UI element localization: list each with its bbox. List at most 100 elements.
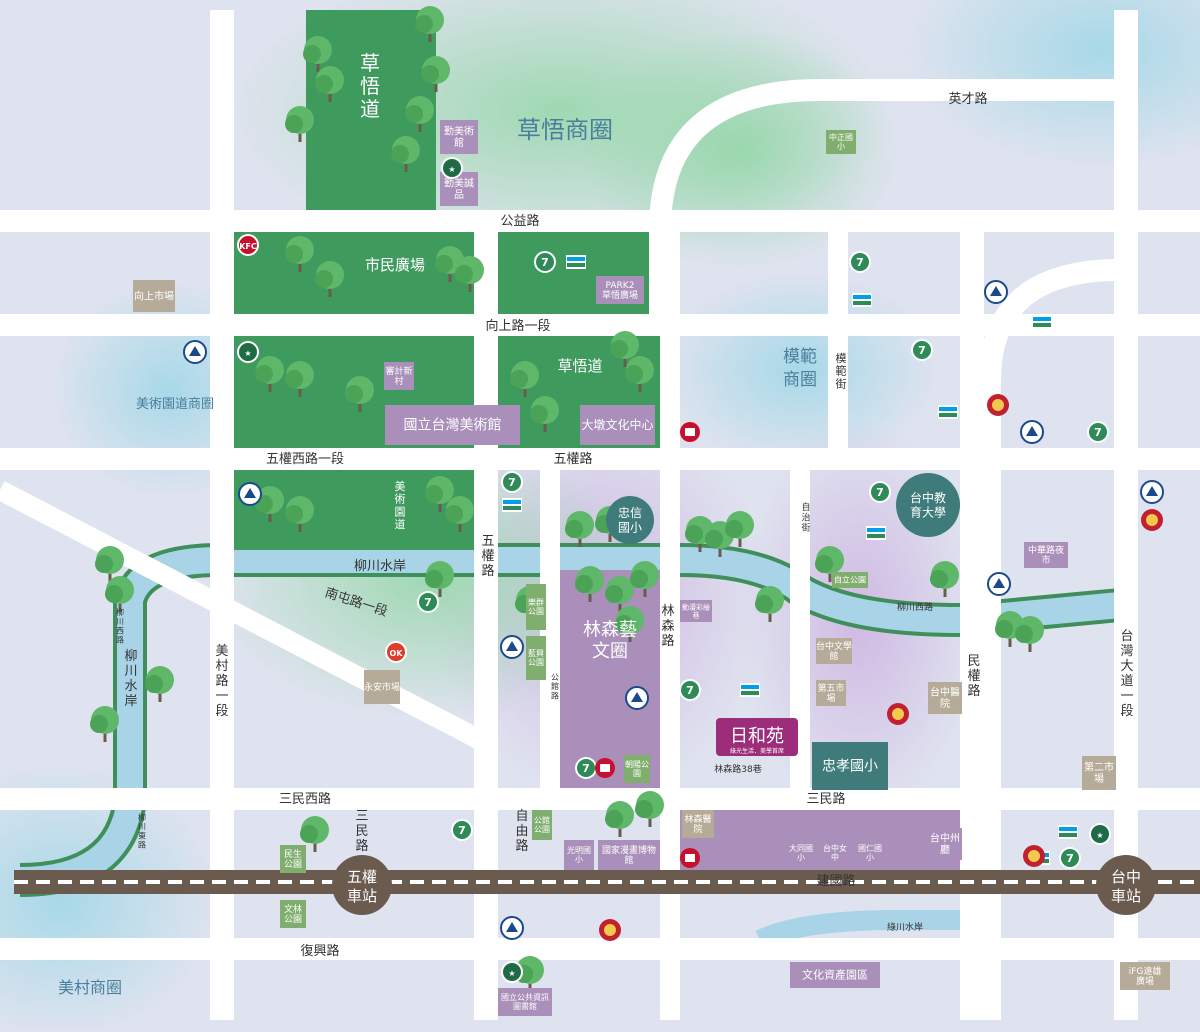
badge-qinmei-chengpin[interactable]: 勤美誠品 bbox=[440, 172, 478, 206]
badge-label: 大同國小 bbox=[789, 843, 813, 862]
badge-minsheng-park[interactable]: 民生公園 bbox=[280, 845, 306, 873]
road-wuquan-west: 五權西路一段 bbox=[266, 451, 344, 467]
badge-zhongxiao-elem[interactable]: 忠孝國小 bbox=[812, 742, 888, 790]
road-lvchuan: 綠川水岸 bbox=[887, 921, 923, 933]
badge-zili-park[interactable]: 自立公園 bbox=[832, 572, 868, 588]
badge-yuecun-park[interactable]: 樂群公園 bbox=[526, 584, 546, 630]
seven-icon: 7 bbox=[1087, 421, 1109, 443]
familymart-icon bbox=[566, 255, 586, 269]
badge-guangming-elem[interactable]: 光明國小 bbox=[564, 840, 594, 870]
tree-icon bbox=[605, 576, 634, 612]
badge-linsen-art[interactable]: 林森藝文圈 bbox=[583, 620, 637, 663]
badge-ifg[interactable]: iFG遠雄廣場 bbox=[1120, 962, 1170, 990]
badge-comics-museum[interactable]: 國家漫畫博物館 bbox=[598, 840, 660, 870]
vlabel-linsen: 林森路 bbox=[661, 604, 674, 649]
badge-national-library[interactable]: 國立公共資訊圖書館 bbox=[498, 988, 552, 1016]
landmark-icon bbox=[987, 572, 1011, 596]
tree-icon bbox=[755, 586, 784, 622]
svg-text:7: 7 bbox=[458, 824, 466, 837]
svg-text:7: 7 bbox=[686, 684, 694, 697]
tree-icon bbox=[425, 476, 454, 512]
station-wuquan[interactable]: 五權 車站 bbox=[332, 855, 392, 915]
badge-wenlin-park[interactable]: 文林公園 bbox=[280, 900, 306, 928]
landmark-icon bbox=[183, 340, 207, 364]
road-linsen-lane: 林森路38巷 bbox=[714, 763, 761, 775]
badge-literature-museum[interactable]: 台中文學館 bbox=[816, 638, 852, 664]
badge-label: 草悟道 bbox=[557, 357, 602, 375]
vlabel-zizhi_st: 自治街 bbox=[801, 501, 810, 534]
badge-datong-elem[interactable]: 大同國小 bbox=[786, 838, 816, 868]
vlabel-liuchuan_east: 柳川東路 bbox=[138, 812, 146, 850]
badge-civic-square[interactable]: 市民廣場 bbox=[365, 256, 425, 274]
badge-gonglun-park[interactable]: 公館公園 bbox=[532, 810, 552, 840]
tree-icon bbox=[285, 106, 314, 142]
seven-icon: 7 bbox=[534, 251, 556, 273]
starbucks-icon: ★ bbox=[237, 341, 259, 363]
badge-label: 公館公園 bbox=[534, 815, 550, 834]
badge-lingji[interactable]: 審計新村 bbox=[384, 362, 414, 390]
badge-label: 向上市場 bbox=[134, 289, 174, 302]
road-liuchuan-waterfront: 柳川水岸 bbox=[354, 559, 406, 574]
badge-dadun-culture[interactable]: 大墩文化中心 bbox=[580, 405, 655, 445]
badge-taichung-city-hall[interactable]: 台中州廳 bbox=[928, 828, 962, 860]
badge-label: 審計新村 bbox=[385, 365, 412, 387]
vlabel-wuquan_v: 五權路 bbox=[481, 534, 494, 579]
badge-label: 第五市場 bbox=[817, 682, 844, 704]
green-zones bbox=[234, 10, 960, 880]
badge-chaoyang-park[interactable]: 朝陽公園 bbox=[624, 755, 650, 783]
badge-xiangshang-market[interactable]: 向上市場 bbox=[133, 280, 175, 312]
badge-taichung-girls[interactable]: 台中女中 bbox=[820, 838, 850, 868]
badge-fifth-market[interactable]: 第五市場 bbox=[816, 680, 846, 706]
vlabel-liuchuan_river: 柳川水岸 bbox=[124, 649, 137, 709]
seven-icon: 7 bbox=[679, 679, 701, 701]
badge-zhongzheng-elem[interactable]: 中正國小 bbox=[826, 130, 856, 154]
trees bbox=[90, 6, 1044, 992]
badge-label: 勤美術館 bbox=[444, 125, 474, 150]
bank-icon bbox=[680, 848, 700, 868]
badge-label: 自立公園 bbox=[834, 575, 866, 585]
landmark-icon bbox=[625, 686, 649, 710]
road-fuxing: 復興路 bbox=[300, 943, 339, 959]
badge-label: 文化資產園區 bbox=[802, 968, 868, 982]
project-name: 日和苑 bbox=[730, 726, 784, 747]
familymart-icon bbox=[852, 293, 872, 307]
tree-icon bbox=[455, 256, 484, 292]
badge-second-market[interactable]: 第二市場 bbox=[1082, 756, 1116, 790]
badge-taichung-hospital[interactable]: 台中醫院 bbox=[928, 682, 962, 714]
seven-icon: 7 bbox=[451, 819, 473, 841]
tree-icon bbox=[615, 606, 644, 642]
badge-label: 民生公園 bbox=[284, 848, 302, 870]
badge-label: 中正國小 bbox=[829, 132, 853, 151]
tree-icon bbox=[1015, 616, 1044, 652]
badge-art-museum[interactable]: 國立台灣美術館 bbox=[385, 405, 520, 445]
district-caowu: 草悟商圈 bbox=[517, 116, 613, 144]
badge-guoren-elem[interactable]: 國仁國小 bbox=[855, 838, 885, 868]
badge-linsen-hospital[interactable]: 林森醫院 bbox=[682, 810, 714, 838]
tree-icon bbox=[105, 576, 134, 612]
district-mofan-2: 商圈 bbox=[783, 370, 817, 390]
station-taichung[interactable]: 台中 車站 bbox=[1096, 855, 1156, 915]
svg-text:7: 7 bbox=[1066, 852, 1074, 865]
badge-qinmei-gallery[interactable]: 勤美術館 bbox=[440, 120, 478, 154]
badge-yongan-market[interactable]: 永安市場 bbox=[364, 670, 400, 704]
landmark-icon bbox=[1140, 480, 1164, 504]
badge-dongxi[interactable]: 動漫彩繪巷 bbox=[680, 600, 712, 622]
tree-icon bbox=[625, 356, 654, 392]
badge-zhongxin-elem[interactable]: 忠信國小 bbox=[606, 496, 654, 544]
familymart-icon bbox=[1058, 825, 1078, 839]
badge-taichung-edu-univ[interactable]: 台中教育大學 bbox=[896, 473, 960, 537]
badge-label: 大墩文化中心 bbox=[581, 417, 653, 432]
badge-lanxing-park[interactable]: 藍興公園 bbox=[526, 636, 546, 680]
project-marker[interactable]: 日和苑 綠光生活．美學首席 bbox=[716, 718, 798, 756]
badge-label: 林森醫院 bbox=[684, 813, 711, 835]
svg-text:7: 7 bbox=[876, 486, 884, 499]
tree-icon bbox=[610, 331, 639, 367]
badge-cultural-heritage[interactable]: 文化資產園區 bbox=[790, 962, 880, 988]
badge-caowu-dao-mid[interactable]: 草悟道 bbox=[557, 357, 602, 375]
badge-label: 忠孝國小 bbox=[822, 759, 878, 775]
badge-zhonghua-night-market[interactable]: 中華路夜市 bbox=[1024, 542, 1068, 568]
landmark-icon bbox=[238, 482, 262, 506]
